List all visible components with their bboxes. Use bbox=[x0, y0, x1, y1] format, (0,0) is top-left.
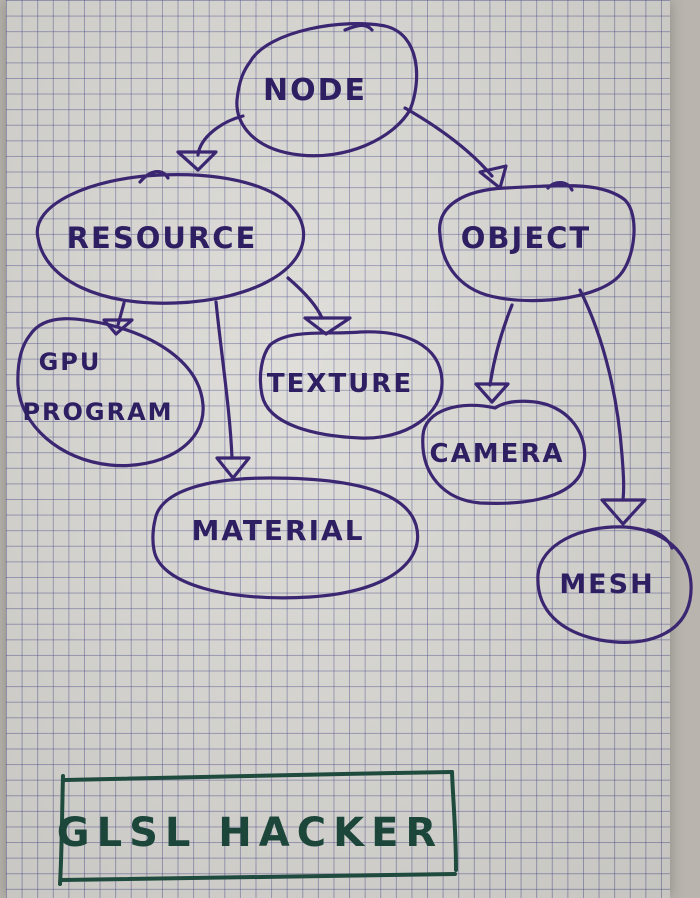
gpu-program-label-line2: PROGRAM bbox=[22, 398, 173, 426]
arrowhead-camera bbox=[474, 382, 510, 404]
arrowhead-mesh bbox=[600, 498, 647, 526]
node-label: NODE bbox=[263, 73, 367, 108]
gpu-program-label-line1: GPU bbox=[39, 348, 102, 376]
camera-ellipse bbox=[421, 399, 587, 505]
texture-label: TEXTURE bbox=[267, 369, 413, 399]
gpu-program-ellipse bbox=[16, 317, 205, 468]
arrowhead-material bbox=[215, 456, 251, 480]
arrowhead-texture bbox=[303, 316, 352, 336]
resource-ellipse bbox=[35, 170, 306, 305]
node-ellipse bbox=[235, 22, 419, 158]
arrowhead-object bbox=[478, 164, 508, 190]
arrowhead-resource bbox=[176, 150, 218, 172]
resource-label: RESOURCE bbox=[67, 221, 258, 255]
material-ellipse bbox=[151, 476, 420, 600]
edge-node-resource bbox=[196, 114, 245, 157]
edge-resource-gpu-program bbox=[116, 301, 126, 327]
mesh-ellipse bbox=[536, 525, 693, 644]
material-label: MATERIAL bbox=[191, 514, 364, 547]
camera-label: CAMERA bbox=[430, 439, 565, 469]
object-label: OBJECT bbox=[461, 221, 591, 255]
mesh-label: MESH bbox=[559, 569, 654, 600]
signature-text: GLSL HACKER bbox=[57, 810, 443, 856]
object-ellipse bbox=[438, 181, 636, 303]
edge-object-mesh bbox=[578, 288, 626, 502]
edge-object-camera bbox=[488, 303, 514, 387]
arrowhead-gpu-program bbox=[102, 318, 134, 336]
edge-resource-material bbox=[214, 300, 234, 460]
edge-node-object bbox=[403, 106, 494, 178]
signature-box bbox=[58, 770, 458, 886]
edge-resource-texture bbox=[286, 276, 324, 320]
texture-ellipse bbox=[258, 330, 444, 440]
